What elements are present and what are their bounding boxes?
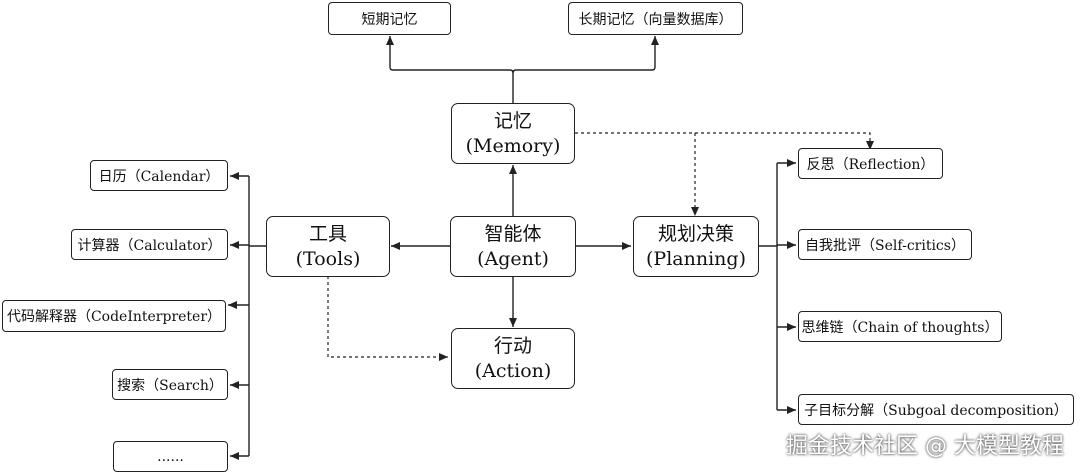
planning-item-reflection: 反思（Reflection） [798, 148, 943, 179]
node-label-en: (Memory) [465, 134, 561, 157]
node-label-cn: 记忆 [493, 109, 532, 132]
node-label-en: (Action) [474, 359, 552, 382]
node-label: 反思（Reflection） [806, 156, 935, 173]
node-label-cn: 规划决策 [657, 222, 734, 245]
memory-item-short-term: 短期记忆 [328, 2, 451, 35]
node-label: 搜索（Search） [117, 377, 223, 394]
node-label: 日历（Calendar） [98, 168, 220, 185]
tool-item-calendar: 日历（Calendar） [90, 160, 228, 191]
action-node: 行动 (Action) [451, 328, 575, 389]
planning-item-chain-of-thoughts: 思维链（Chain of thoughts） [798, 311, 1002, 342]
agent-node: 智能体 (Agent) [450, 216, 576, 277]
node-label: 短期记忆 [361, 11, 418, 28]
node-label-en: (Tools) [295, 247, 361, 270]
planning-item-subgoal: 子目标分解（Subgoal decomposition） [798, 394, 1074, 425]
planning-item-self-critics: 自我批评（Self-critics） [798, 229, 972, 260]
tool-item-search: 搜索（Search） [112, 369, 228, 400]
tool-item-code-interpreter: 代码解释器（CodeInterpreter） [2, 300, 226, 332]
node-label-en: (Planning) [646, 247, 746, 270]
node-label: 自我批评（Self-critics） [805, 237, 965, 254]
node-label: 长期记忆（向量数据库） [578, 11, 733, 28]
watermark: 掘金技术社区 @ 大模型教程 [786, 434, 1064, 459]
memory-item-long-term: 长期记忆（向量数据库） [568, 2, 743, 35]
tools-node: 工具 (Tools) [266, 216, 390, 277]
planning-node: 规划决策 (Planning) [633, 216, 759, 277]
node-label: 思维链（Chain of thoughts） [801, 319, 999, 336]
tool-item-more: ...... [113, 441, 228, 472]
memory-node: 记忆 (Memory) [451, 103, 575, 164]
node-label: ...... [157, 448, 184, 465]
tool-item-calculator: 计算器（Calculator） [71, 229, 228, 260]
node-label-cn: 智能体 [484, 222, 542, 245]
node-label: 子目标分解（Subgoal decomposition） [804, 402, 1068, 419]
node-label: 计算器（Calculator） [77, 237, 222, 254]
node-label: 代码解释器（CodeInterpreter） [6, 309, 222, 325]
node-label-en: (Agent) [477, 247, 549, 270]
node-label-cn: 工具 [308, 222, 347, 245]
node-label-cn: 行动 [493, 334, 532, 357]
